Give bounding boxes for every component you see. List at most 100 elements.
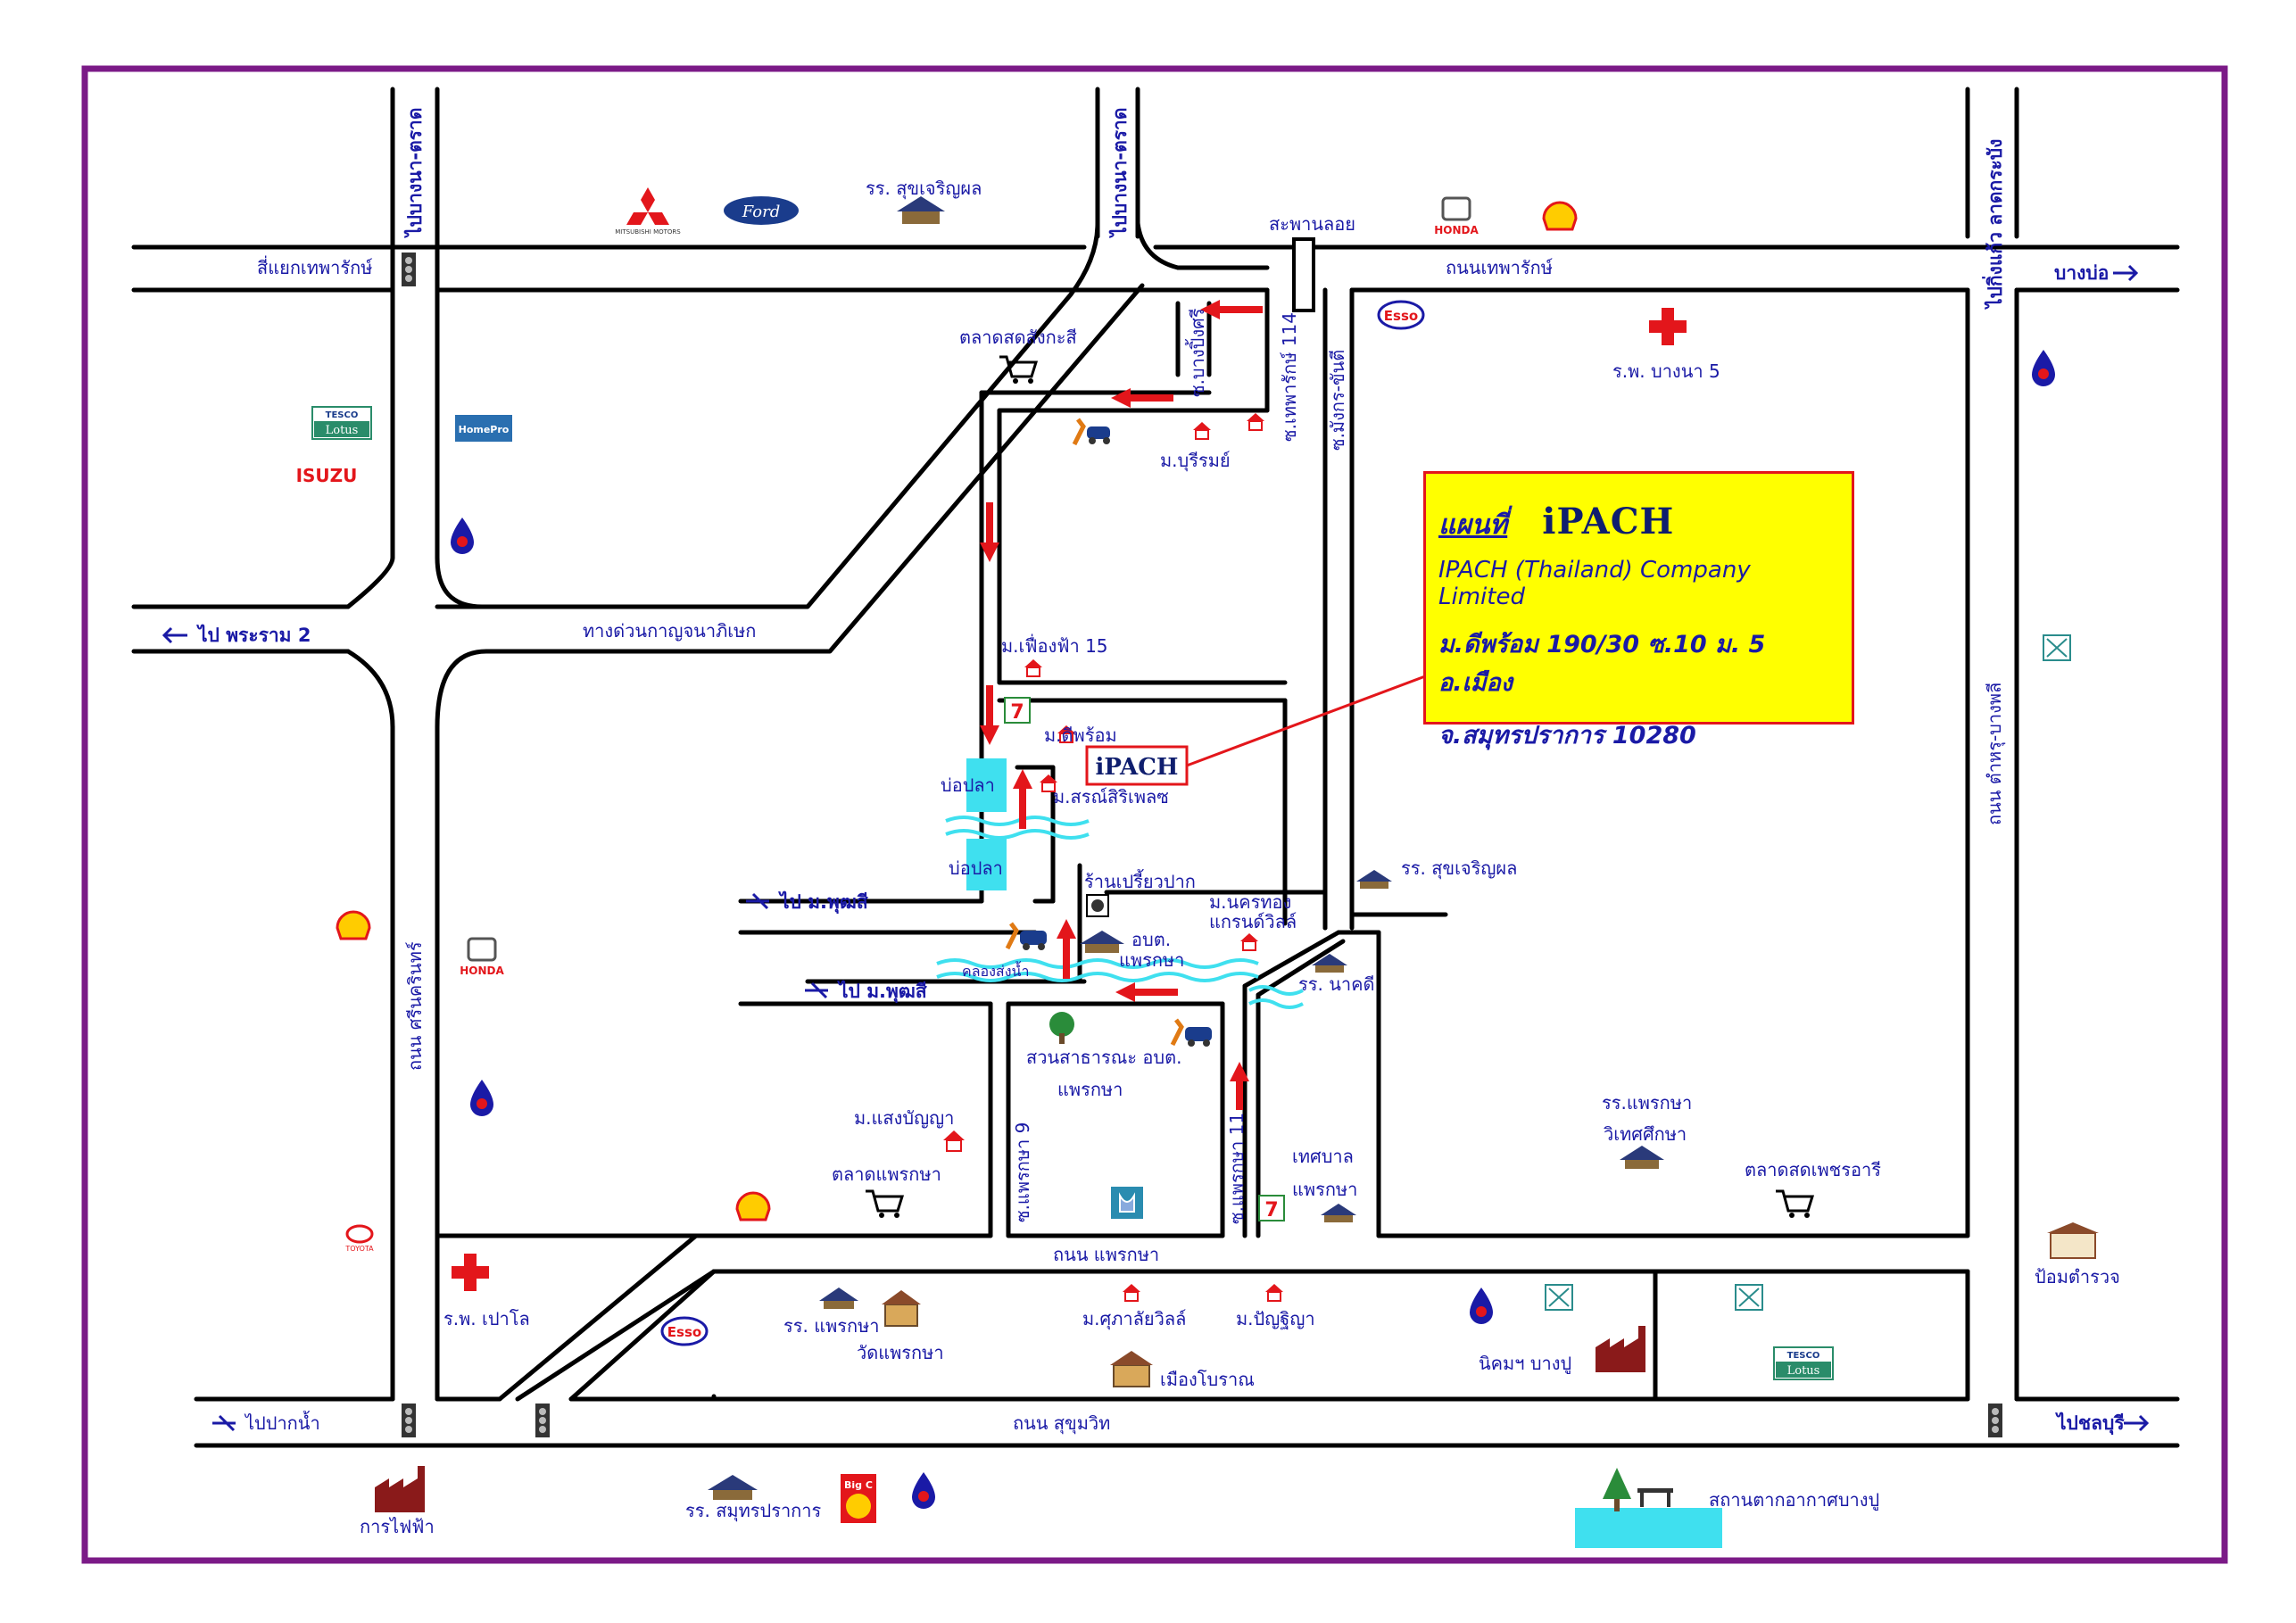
canal-wave-2 <box>945 829 1090 840</box>
ipach-location-marker[interactable]: iPACH <box>1085 745 1189 786</box>
arrow-down-1 <box>980 502 999 562</box>
label-thepharak-bangplee-rd: ถนน ตำหรุ-บางพลี <box>1984 683 2006 825</box>
arrow-left-2 <box>1111 388 1173 408</box>
svg-text:TESCO: TESCO <box>326 410 359 420</box>
fish-pond-2 <box>966 839 1007 890</box>
store-icon <box>1735 1284 1763 1311</box>
label-nakati: รร. นาคดี <box>1298 973 1374 995</box>
label-electric: การไฟฟ้า <box>360 1516 435 1537</box>
factory-icon <box>375 1466 425 1512</box>
label-mu-feuangfa: ม.เฟื่องฟ้า 15 <box>1001 633 1108 657</box>
car-service-icon <box>1072 418 1110 446</box>
label-thesaban-2: แพรกษา <box>1292 1179 1357 1200</box>
label-rr-samutprakan: รร. สมุทรปราการ <box>685 1500 822 1522</box>
label-nikom-bangpu: นิคมฯ บางปู <box>1479 1353 1571 1375</box>
temple-icon <box>1110 1351 1153 1387</box>
svg-text:Ford: Ford <box>742 203 780 221</box>
tesco-lotus-logo: TESCO Lotus <box>311 406 372 440</box>
road-network <box>131 87 2180 1448</box>
canal-wave-6 <box>1248 998 1304 1009</box>
school-icon <box>708 1475 758 1500</box>
label-pond-1: บ่อปลา <box>941 774 995 796</box>
homepro-logo: HomePro <box>455 415 512 442</box>
arrow-down-2 <box>980 685 999 745</box>
ptt-station-icon <box>470 1080 493 1116</box>
svg-text:HONDA: HONDA <box>460 965 504 977</box>
canal-wave-5 <box>1248 985 1304 996</box>
house-icon <box>1123 1284 1140 1302</box>
traffic-light-icon <box>402 1404 416 1437</box>
house-icon <box>1057 725 1075 743</box>
house-icon <box>1024 659 1042 677</box>
label-obt-1: อบต. <box>1131 929 1171 950</box>
traffic-lights <box>402 253 2002 1437</box>
shell-icons <box>336 201 1578 1221</box>
label-sukcharoenpol-1: รร. สุขเจริญผล <box>866 178 982 200</box>
ptt-station-icon <box>451 518 474 554</box>
police-station-icon <box>2047 1222 2099 1259</box>
fish-pond-1 <box>966 758 1007 812</box>
car-service-icon <box>1005 922 1047 950</box>
label-intersection-thepharak: สี่แยกเทพารักษ์ <box>257 255 373 278</box>
company-address-line2: จ.สมุทรปราการ 10280 <box>1438 722 1696 749</box>
label-hospital-bangna5: ร.พ. บางนา 5 <box>1612 360 1720 382</box>
house-icons <box>943 413 1283 1302</box>
svg-text:Big C: Big C <box>844 1479 873 1491</box>
label-park-1: สวนสาธารณะ อบต. <box>1026 1047 1181 1068</box>
label-sukhumvit-rd: ถนน สุขุมวิท <box>1013 1412 1110 1435</box>
label-talad-sangkasi: ตลาดสดสังกะสี <box>959 327 1077 348</box>
school-icon <box>1620 1146 1664 1169</box>
label-mu-sorn: ม.สรณ์สิริเพลซ <box>1053 786 1169 807</box>
shell-station-icon <box>1542 201 1578 231</box>
label-praeksa-rd: ถนน แพรกษา <box>1053 1244 1159 1265</box>
label-mu-nakorntong-2: แกรนด์วิลล์ <box>1209 911 1297 932</box>
resort-picnic-icon <box>1603 1468 1673 1511</box>
map-border <box>81 65 2228 1564</box>
label-pond-2: บ่อปลา <box>949 857 1003 879</box>
label-expressway: ทางด่วนกาญจนาภิเษก <box>583 620 756 642</box>
label-mu-saengbanya: ม.แสงบัญญา <box>854 1107 954 1129</box>
map-labels: ไปบางนา-ตราด ไปบางนา-ตราด ไปกิ่งแก้ว ลาด… <box>162 108 2150 1537</box>
label-mu-supalai: ม.ศุภาลัยวิลล์ <box>1082 1308 1186 1330</box>
label-to-bangna-trad-1: ไปบางนา-ตราด <box>403 108 426 238</box>
svg-text:TOYOTA: TOYOTA <box>344 1245 374 1253</box>
svg-text:Esso: Esso <box>667 1324 701 1340</box>
svg-text:HONDA: HONDA <box>1434 224 1479 236</box>
label-police: ป้อมตำรวจ <box>2035 1266 2120 1288</box>
cart-icons <box>866 355 1815 1218</box>
arrow-up-3 <box>1230 1062 1249 1110</box>
school-icon <box>1356 870 1392 889</box>
label-rr-praeksa: รร. แพรกษา <box>783 1315 880 1337</box>
label-to-puttasee-2: ไป ม.พุฒสี <box>837 980 927 1004</box>
bangpu-water <box>1575 1508 1722 1548</box>
arrow-up-1 <box>1013 769 1032 829</box>
school-icon <box>1321 1204 1356 1222</box>
isuzu-logo: ISUZU <box>296 465 358 486</box>
ptt-icons <box>451 350 2055 1509</box>
canal-wave-4 <box>936 972 1259 982</box>
svg-text:MITSUBISHI MOTORS: MITSUBISHI MOTORS <box>615 228 681 236</box>
house-icon <box>943 1130 965 1152</box>
shopping-cart-icon <box>866 1189 905 1218</box>
label-soi-bangplee: ซ.บางปิ้งศรี <box>1185 308 1208 397</box>
label-soi-mangkorn: ซ.มังกร-ขันตี <box>1327 350 1348 451</box>
seven-eleven-logo: 7 <box>1004 697 1031 724</box>
pointer-line <box>1186 672 1433 767</box>
shopping-cart-icon <box>1776 1189 1815 1218</box>
pedestrian-bridge <box>1292 237 1315 312</box>
arrow-left-1 <box>1200 300 1263 319</box>
house-icon <box>1240 933 1258 951</box>
svg-text:7: 7 <box>1010 701 1024 724</box>
label-talad-praeksa: ตลาดแพรกษา <box>832 1163 941 1185</box>
company-address-line1: ม.ดีพร้อม 190/30 ซ.10 ม. 5 อ.เมือง <box>1438 631 1766 697</box>
svg-text:Lotus: Lotus <box>326 424 359 437</box>
label-to-bangplee: ไปกิ่งแก้ว ลาดกระบัง <box>1981 139 2006 310</box>
school-icon <box>1080 931 1124 953</box>
house-icon <box>1247 413 1264 431</box>
label-thepharak-rd: ถนนเทพารักษ์ <box>1446 257 1553 278</box>
label-praeksa-school-2: วิเทศศึกษา <box>1604 1123 1687 1145</box>
house-icon <box>1265 1284 1283 1302</box>
label-mu-burirom: ม.บุรีรมย์ <box>1160 450 1231 472</box>
